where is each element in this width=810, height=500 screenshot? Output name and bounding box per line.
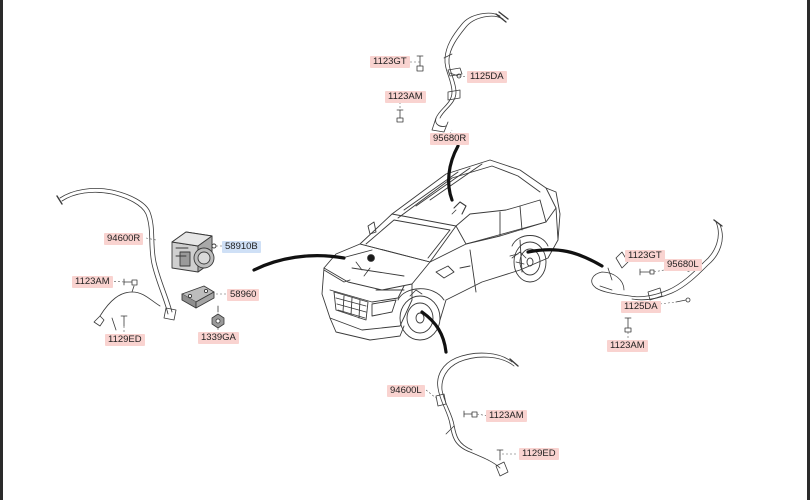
- front-left-sensor-wire: [435, 352, 519, 477]
- rear-left-sensor-wire: [591, 219, 723, 301]
- abs-nut: [211, 305, 225, 329]
- label-left-1123am: 1123AM: [72, 276, 113, 288]
- front-right-sensor-wire: [56, 188, 177, 327]
- label-left-1129ed: 1129ED: [105, 334, 145, 346]
- label-top-1125da: 1125DA: [467, 71, 507, 83]
- vehicle-outline: [321, 159, 561, 341]
- front-right-bolt-1123am: [123, 278, 138, 286]
- abs-bracket: [181, 285, 215, 309]
- label-bottom-1129ed: 1129ED: [519, 448, 559, 460]
- rear-right-bolt-1123am: [396, 109, 404, 123]
- rear-right-bolt-1123gt: [416, 55, 424, 72]
- front-right-bolt-1129ed: [111, 315, 128, 331]
- label-right-1125da: 1125DA: [621, 301, 661, 313]
- front-left-bolt-1123am: [463, 410, 478, 418]
- rear-left-bolt-1125da: [675, 297, 691, 303]
- label-bottom-94600l: 94600L: [387, 385, 425, 397]
- label-right-1123gt: 1123GT: [625, 250, 665, 262]
- callout-arrows: [252, 144, 604, 354]
- rear-left-bolt-1123gt: [639, 268, 655, 276]
- rear-left-bolt-1123am: [624, 317, 632, 333]
- vehicle-sensor-markers: [355, 201, 527, 297]
- label-right-1123am: 1123AM: [607, 340, 648, 352]
- label-top-95680r: 95680R: [430, 133, 470, 145]
- label-bottom-1123am: 1123AM: [486, 410, 527, 422]
- rear-right-sensor-wire: [431, 11, 509, 133]
- abs-hydraulic-unit: [171, 231, 217, 273]
- label-left-94600r: 94600R: [104, 233, 144, 245]
- label-left-58960: 58960: [227, 289, 260, 301]
- label-top-1123gt: 1123GT: [370, 56, 410, 68]
- label-left-1339ga: 1339GA: [198, 332, 239, 344]
- label-right-95680l: 95680L: [664, 259, 702, 271]
- label-left-58910b[interactable]: 58910B: [222, 241, 261, 253]
- label-top-1123am: 1123AM: [385, 91, 426, 103]
